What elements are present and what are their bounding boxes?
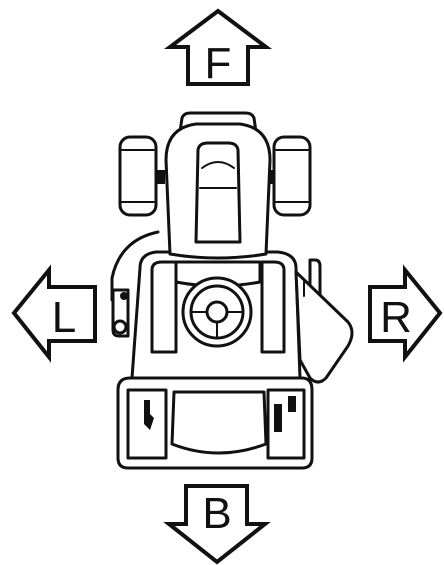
right-control-lever bbox=[274, 404, 282, 432]
tractor-top-view bbox=[110, 111, 354, 470]
right-arrow-shape bbox=[368, 264, 443, 363]
seat bbox=[170, 390, 268, 455]
hood-panel bbox=[194, 141, 242, 244]
discharge-chute bbox=[294, 270, 354, 384]
forward-arrow-label: F bbox=[205, 39, 232, 88]
right-rear-panel bbox=[266, 388, 306, 460]
left-arrow-label: L bbox=[52, 293, 76, 342]
steering-wheel-hub bbox=[205, 300, 229, 324]
backward-arrow-label: B bbox=[202, 489, 231, 538]
left-pivot-knob bbox=[112, 319, 128, 335]
forward-arrow: F bbox=[164, 8, 272, 88]
front-left-axle bbox=[155, 170, 165, 184]
front-left-wheel bbox=[118, 135, 158, 217]
left-fender bbox=[150, 260, 178, 354]
right-arrow: R bbox=[368, 264, 443, 363]
hood-vent bbox=[201, 161, 235, 169]
backward-arrow-shape bbox=[163, 484, 271, 565]
right-control-knob bbox=[288, 396, 296, 412]
forward-arrow-shape bbox=[164, 8, 272, 86]
left-control-lever bbox=[144, 400, 154, 430]
right-arrow-label: R bbox=[380, 293, 412, 342]
left-guard-pivot bbox=[120, 292, 128, 300]
left-arrow: L bbox=[11, 264, 97, 363]
left-arrow-shape bbox=[11, 264, 97, 363]
backward-arrow: B bbox=[163, 484, 271, 565]
front-right-wheel bbox=[272, 135, 312, 217]
left-side-guard bbox=[110, 230, 160, 302]
right-fender bbox=[260, 260, 286, 354]
